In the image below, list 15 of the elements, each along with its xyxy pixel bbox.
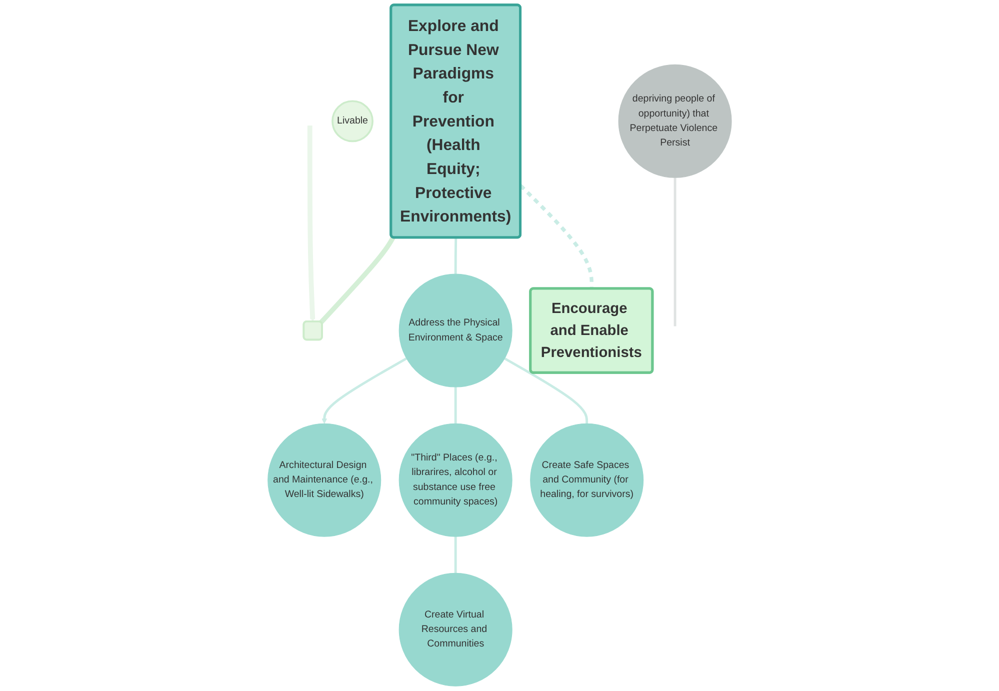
connector (454, 387, 457, 424)
arrow (307, 125, 316, 322)
connector (454, 536, 457, 574)
node-circle: Architectural Design and Maintenance (e.g., Well-lit Sidewalks) (267, 423, 381, 537)
node-circle: Create Virtual Resources and Communities (398, 572, 512, 686)
node-circle: Address the Physical Environment & Space (398, 274, 512, 388)
node-circle: "Third" Places (e.g., librarires, alcohol or substance use free community spaces) (398, 423, 512, 537)
connector (504, 357, 588, 424)
connector (454, 238, 457, 274)
connector (674, 178, 676, 326)
node-circle: Livable (331, 100, 374, 142)
arrow (321, 357, 407, 424)
node-circle: Create Safe Spaces and Community (for healing, for survivors) (530, 423, 644, 537)
connector (319, 236, 395, 324)
node-circle: depriving people of opportunity) that Perpetuate Violence Persist (618, 64, 732, 178)
